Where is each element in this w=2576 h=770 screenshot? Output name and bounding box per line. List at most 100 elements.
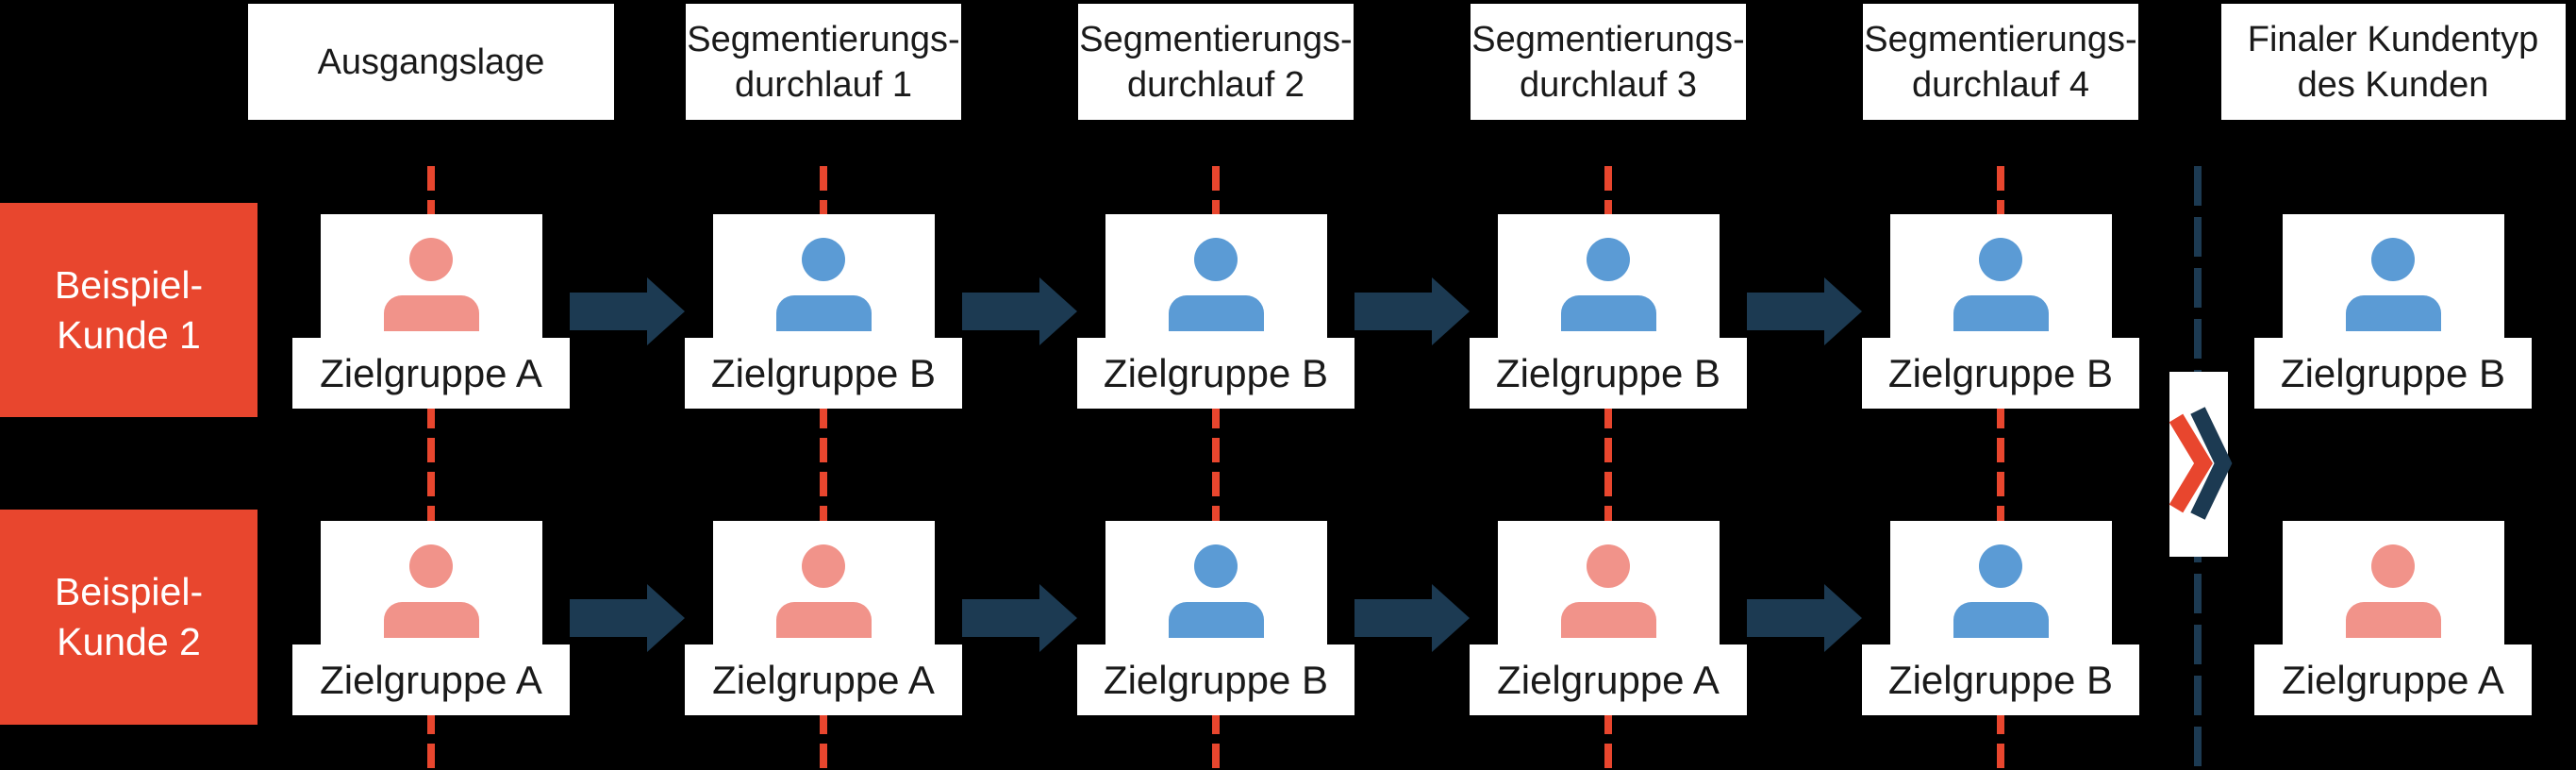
zielgruppe-label: Zielgruppe A (685, 644, 962, 715)
double-chevron-icon (2169, 407, 2233, 520)
zielgruppe-label: Zielgruppe B (1862, 338, 2139, 409)
persona-card (1889, 521, 2112, 644)
customer-cell: Zielgruppe B (1077, 521, 1354, 715)
zielgruppe-label: Zielgruppe B (1077, 644, 1354, 715)
column-header: Segmentierungs- durchlauf 2 (1078, 4, 1354, 120)
person-body (1560, 295, 1656, 331)
column-header: Segmentierungs- durchlauf 4 (1863, 4, 2138, 120)
arrow-right-icon (570, 584, 685, 652)
person-icon (1168, 238, 1264, 331)
person-head (409, 544, 453, 588)
persona-card (712, 214, 935, 338)
arrow-right-icon (1747, 584, 1862, 652)
persona-card (320, 521, 542, 644)
zielgruppe-label: Zielgruppe A (1470, 644, 1747, 715)
column-dashed-line (1212, 166, 1220, 770)
person-body (383, 295, 479, 331)
column-header-label: Segmentierungs- durchlauf 3 (1471, 19, 1745, 105)
person-body (1953, 602, 2049, 638)
person-head (1194, 544, 1238, 588)
person-head (1979, 544, 2022, 588)
person-head (2371, 544, 2415, 588)
arrow-right-icon (1354, 584, 1470, 652)
person-body (1953, 295, 2049, 331)
column-dashed-line (1997, 166, 2004, 770)
column-header-label: Ausgangslage (317, 42, 545, 82)
person-body (1168, 295, 1264, 331)
arrow-right-icon (570, 277, 685, 345)
zielgruppe-label: Zielgruppe B (1470, 338, 1747, 409)
column-header-label: Finaler Kundentyp des Kunden (2247, 19, 2539, 105)
person-head (802, 238, 845, 281)
row-label: Beispiel- Kunde 1 (0, 203, 258, 417)
person-icon (2345, 238, 2441, 331)
person-icon (1953, 238, 2049, 331)
customer-cell: Zielgruppe A (2254, 521, 2532, 715)
column-header: Segmentierungs- durchlauf 1 (686, 4, 961, 120)
persona-card (2282, 214, 2504, 338)
column-header: Finaler Kundentyp des Kunden (2220, 4, 2566, 120)
zielgruppe-label: Zielgruppe B (2254, 338, 2532, 409)
customer-cell: Zielgruppe A (1470, 521, 1747, 715)
person-head (409, 238, 453, 281)
persona-card (320, 214, 542, 338)
person-head (2371, 238, 2415, 281)
person-icon (383, 238, 479, 331)
person-icon (2345, 544, 2441, 638)
arrow-right-icon (1354, 277, 1470, 345)
person-icon (1953, 544, 2049, 638)
customer-cell: Zielgruppe A (292, 521, 570, 715)
arrow-right-icon (1747, 277, 1862, 345)
person-icon (1560, 238, 1656, 331)
customer-cell: Zielgruppe B (1470, 214, 1747, 409)
zielgruppe-label: Zielgruppe B (1077, 338, 1354, 409)
zielgruppe-label: Zielgruppe B (1862, 644, 2139, 715)
customer-cell: Zielgruppe B (1862, 214, 2139, 409)
person-icon (1168, 544, 1264, 638)
person-icon (1560, 544, 1656, 638)
row-label: Beispiel- Kunde 2 (0, 510, 258, 725)
persona-card (1105, 521, 1327, 644)
zielgruppe-label: Zielgruppe A (2254, 644, 2532, 715)
customer-cell: Zielgruppe B (1077, 214, 1354, 409)
person-icon (775, 238, 872, 331)
customer-cell: Zielgruppe B (685, 214, 962, 409)
column-header-label: Segmentierungs- durchlauf 4 (1864, 19, 2137, 105)
customer-cell: Zielgruppe A (292, 214, 570, 409)
final-transition-box (2169, 372, 2233, 557)
customer-cell: Zielgruppe B (2254, 214, 2532, 409)
arrow-right-icon (962, 584, 1077, 652)
zielgruppe-label: Zielgruppe A (292, 338, 570, 409)
column-header: Segmentierungs- durchlauf 3 (1471, 4, 1746, 120)
customer-cell: Zielgruppe A (685, 521, 962, 715)
persona-card (1497, 521, 1720, 644)
person-head (1587, 238, 1630, 281)
column-dashed-line (1604, 166, 1612, 770)
column-dashed-line (427, 166, 435, 770)
person-head (1194, 238, 1238, 281)
arrow-right-icon (962, 277, 1077, 345)
column-header-label: Segmentierungs- durchlauf 2 (1079, 19, 1353, 105)
column-header-label: Segmentierungs- durchlauf 1 (687, 19, 960, 105)
person-head (802, 544, 845, 588)
person-body (1560, 602, 1656, 638)
column-dashed-line (820, 166, 827, 770)
persona-card (1497, 214, 1720, 338)
persona-card (1889, 214, 2112, 338)
person-head (1587, 544, 1630, 588)
persona-card (2282, 521, 2504, 644)
person-body (2345, 295, 2441, 331)
person-icon (383, 544, 479, 638)
person-body (775, 602, 872, 638)
persona-card (712, 521, 935, 644)
zielgruppe-label: Zielgruppe B (685, 338, 962, 409)
column-header: Ausgangslage (248, 4, 614, 120)
person-body (2345, 602, 2441, 638)
person-head (1979, 238, 2022, 281)
person-icon (775, 544, 872, 638)
customer-cell: Zielgruppe B (1862, 521, 2139, 715)
persona-card (1105, 214, 1327, 338)
person-body (383, 602, 479, 638)
person-body (775, 295, 872, 331)
